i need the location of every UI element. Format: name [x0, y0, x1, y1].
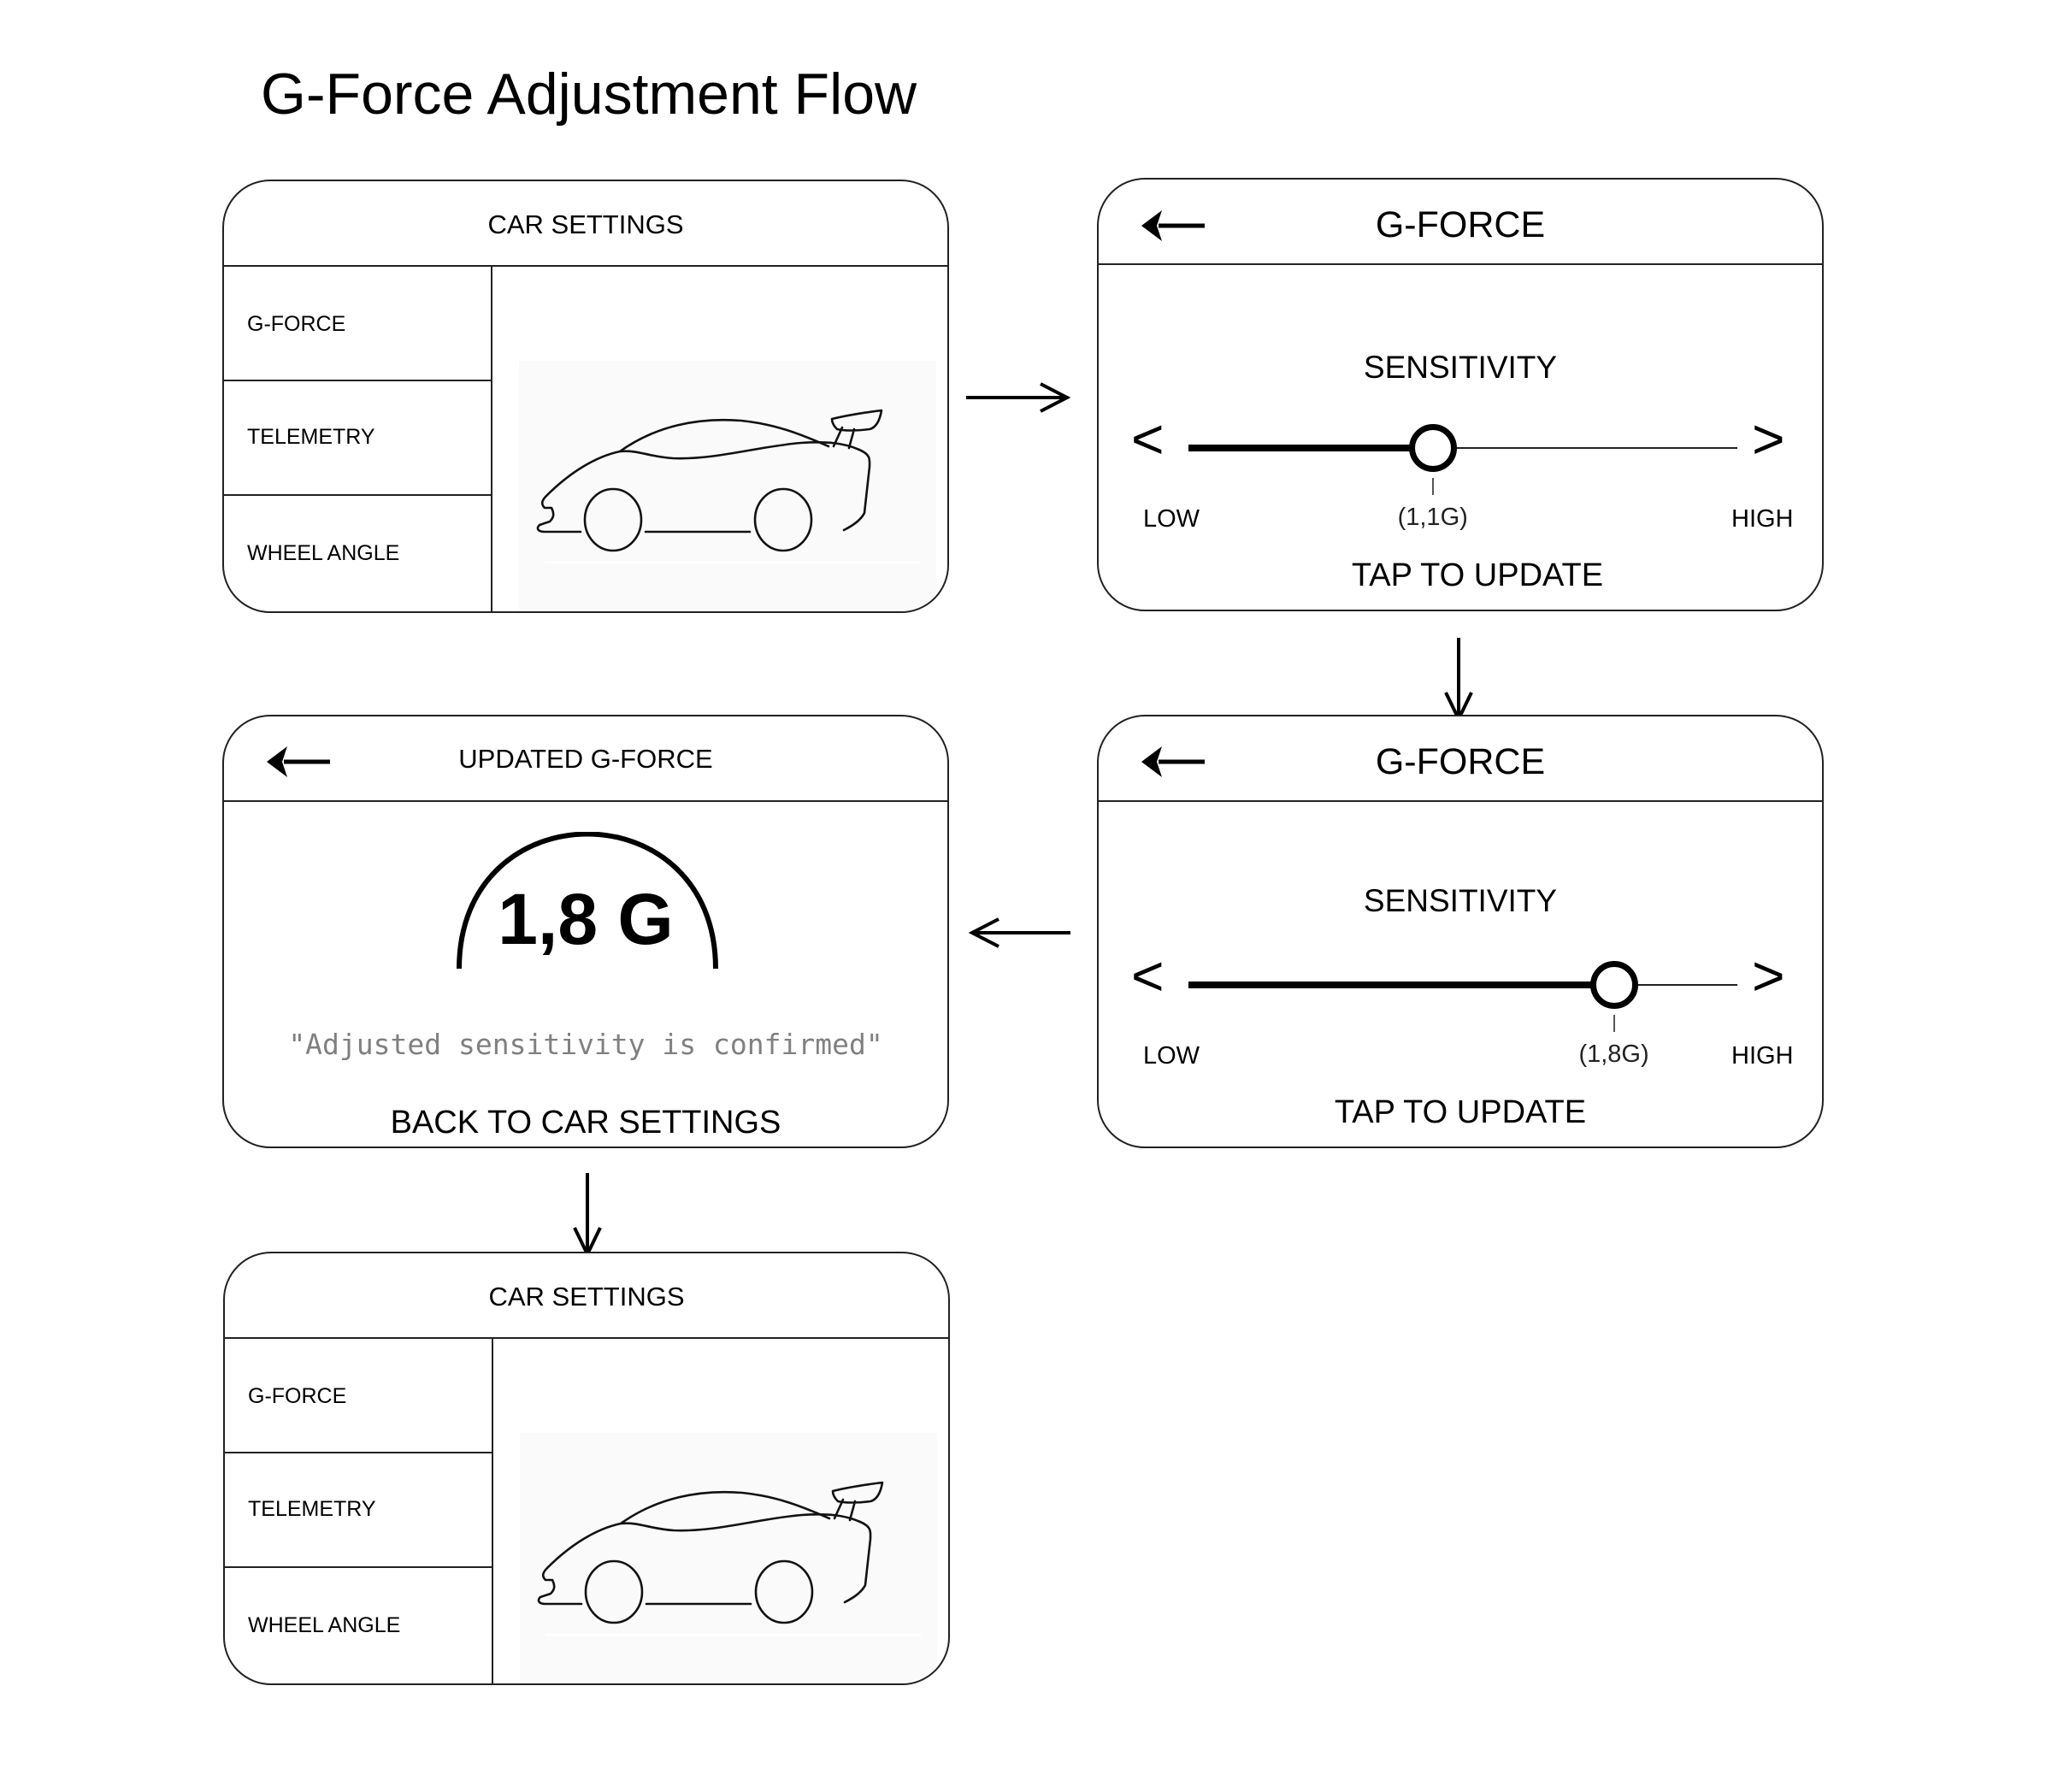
tap-to-update-button[interactable]: TAP TO UPDATE — [1334, 1094, 1587, 1130]
page-title: G-Force Adjustment Flow — [261, 62, 917, 127]
g-force-screen-adjusted: G-FORCE SENSITIVITY < (1,8G) > LOW HIGH … — [1097, 715, 1824, 1148]
panel-header: UPDATED G-FORCE — [224, 716, 947, 802]
car-front-bumper — [536, 494, 582, 533]
header-title: G-FORCE — [1375, 741, 1546, 782]
menu-item-label: TELEMETRY — [248, 1497, 376, 1521]
gauge-arc — [457, 832, 718, 970]
sensitivity-slider[interactable]: < (1,1G) > — [1099, 180, 1822, 610]
updated-g-force-screen: UPDATED G-FORCE 1,8 G "Adjusted sensitiv… — [222, 715, 949, 1148]
slider-knob[interactable] — [1589, 961, 1638, 1009]
flow-arrow-right-icon — [966, 382, 1071, 413]
high-label: HIGH — [1731, 1042, 1794, 1070]
menu-item-telemetry[interactable]: TELEMETRY — [224, 381, 491, 496]
car-rear-wheel — [754, 1559, 814, 1624]
header-title: CAR SETTINGS — [487, 209, 684, 239]
menu-item-label: G-FORCE — [247, 312, 346, 336]
car-rear-wheel — [753, 487, 813, 552]
header-title: G-FORCE — [1375, 204, 1546, 245]
slider-fill — [1188, 981, 1614, 988]
sensitivity-label: SENSITIVITY — [1363, 883, 1558, 918]
low-label: LOW — [1143, 1042, 1200, 1070]
decrease-button[interactable]: < — [1131, 407, 1165, 470]
arrow-left-icon[interactable] — [1141, 745, 1206, 779]
slider-value-label: (1,8G) — [1578, 1040, 1649, 1068]
menu-item-label: WHEEL ANGLE — [248, 1613, 401, 1637]
car-settings-screen-initial: CAR SETTINGS G-FORCE TELEMETRY WHEEL ANG… — [222, 180, 949, 613]
slider-fill — [1188, 445, 1433, 451]
menu-item-g-force[interactable]: G-FORCE — [225, 1337, 492, 1453]
decrease-button[interactable]: < — [1131, 944, 1165, 1007]
car-front-bumper — [537, 1566, 583, 1606]
car-outline-icon — [537, 1481, 922, 1636]
slider-track[interactable] — [1188, 447, 1737, 449]
menu-item-label: WHEEL ANGLE — [247, 541, 400, 565]
settings-menu: G-FORCE TELEMETRY WHEEL ANGLE — [224, 265, 492, 611]
arrow-left-icon[interactable] — [267, 745, 332, 779]
car-image — [520, 1433, 937, 1683]
increase-button[interactable]: > — [1752, 944, 1785, 1007]
settings-menu: G-FORCE TELEMETRY WHEEL ANGLE — [225, 1337, 493, 1683]
menu-item-label: G-FORCE — [248, 1384, 347, 1408]
header-title: UPDATED G-FORCE — [458, 744, 713, 774]
menu-item-wheel-angle[interactable]: WHEEL ANGLE — [224, 496, 491, 611]
flow-arrow-down-icon — [573, 1173, 602, 1259]
gauge-value: 1,8 G — [498, 879, 674, 959]
panel-header: CAR SETTINGS — [224, 181, 947, 267]
back-to-car-settings-button[interactable]: BACK TO CAR SETTINGS — [390, 1105, 781, 1141]
tap-to-update-button[interactable]: TAP TO UPDATE — [1351, 557, 1604, 593]
slider-tick — [1431, 478, 1434, 495]
flow-arrow-down-icon — [1444, 638, 1473, 723]
slider-tick — [1613, 1015, 1615, 1032]
menu-item-g-force[interactable]: G-FORCE — [224, 265, 491, 381]
car-spoiler — [830, 409, 883, 450]
car-spoiler — [831, 1481, 884, 1522]
car-roof-line — [619, 1490, 831, 1525]
car-image — [519, 361, 936, 611]
high-label: HIGH — [1731, 505, 1794, 533]
confirmation-message: "Adjusted sensitivity is confirmed" — [288, 1028, 883, 1061]
panel-header: CAR SETTINGS — [225, 1253, 948, 1339]
sensitivity-label: SENSITIVITY — [1363, 350, 1558, 385]
car-front-wheel — [583, 487, 643, 552]
slider-knob[interactable] — [1408, 424, 1457, 472]
car-front-wheel — [584, 1559, 644, 1624]
panel-header: G-FORCE — [1099, 180, 1822, 265]
flow-arrow-left-icon — [968, 917, 1070, 948]
increase-button[interactable]: > — [1752, 407, 1785, 470]
sensitivity-slider[interactable]: < (1,8G) > — [1099, 716, 1822, 1147]
slider-value-label: (1,1G) — [1397, 504, 1468, 531]
car-body-line — [545, 440, 871, 532]
arrow-left-icon[interactable] — [1141, 209, 1206, 243]
menu-item-label: TELEMETRY — [247, 425, 375, 449]
menu-item-telemetry[interactable]: TELEMETRY — [225, 1453, 492, 1568]
g-force-screen-initial: G-FORCE SENSITIVITY < (1,1G) > LOW HIGH … — [1097, 178, 1824, 611]
car-body-line — [545, 1512, 872, 1604]
header-title: CAR SETTINGS — [488, 1282, 685, 1312]
low-label: LOW — [1143, 505, 1200, 533]
car-roof-line — [618, 418, 830, 453]
car-outline-icon — [536, 409, 921, 564]
panel-header: G-FORCE — [1099, 716, 1822, 802]
car-settings-screen-final: CAR SETTINGS G-FORCE TELEMETRY WHEEL ANG… — [223, 1252, 950, 1685]
menu-item-wheel-angle[interactable]: WHEEL ANGLE — [225, 1568, 492, 1683]
